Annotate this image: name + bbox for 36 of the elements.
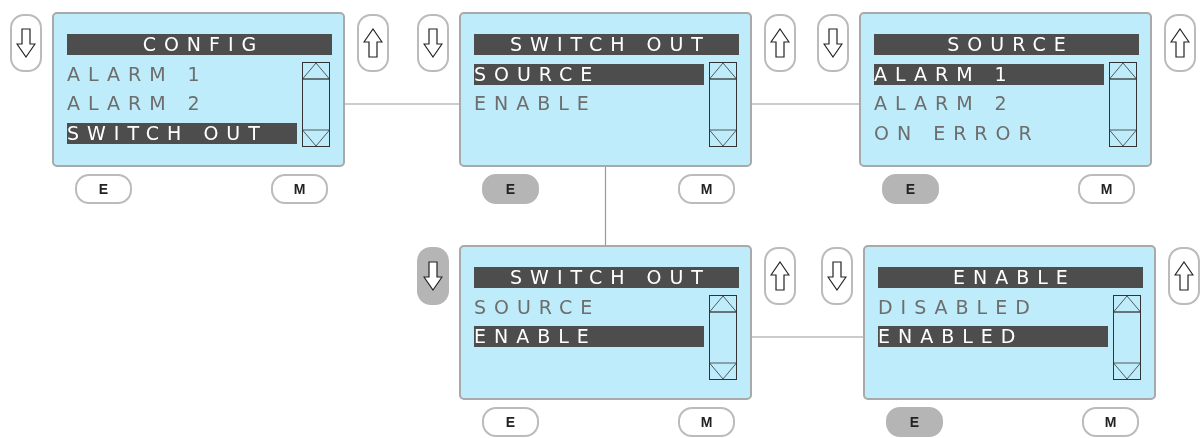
selected-menu-item: ENABLE — [474, 326, 704, 347]
screen-title: ENABLE — [878, 267, 1143, 288]
menu-item: ALARM 2 — [67, 93, 208, 114]
connector-line — [751, 103, 860, 105]
key-button: M — [1078, 174, 1135, 204]
screen-title: SOURCE — [874, 34, 1139, 55]
connector-line — [344, 103, 460, 105]
screen-title: CONFIG — [67, 34, 332, 55]
lcd-screen — [52, 12, 345, 167]
menu-item: ON ERROR — [874, 122, 1040, 144]
key-button: E — [75, 174, 132, 204]
screen-title: SWITCH OUT — [474, 267, 739, 288]
connector-line — [604, 166, 607, 246]
connector-line — [751, 336, 864, 338]
lcd-screen — [459, 245, 752, 400]
key-button: M — [678, 407, 735, 437]
menu-item: SOURCE — [474, 296, 601, 318]
menu-item: ENABLE — [474, 93, 597, 114]
lcd-screen — [863, 245, 1156, 400]
lcd-screen — [459, 12, 752, 167]
key-button: M — [678, 174, 735, 204]
selected-menu-item: SOURCE — [474, 63, 704, 85]
screen-title: SWITCH OUT — [474, 34, 739, 55]
key-button: E — [882, 174, 939, 204]
key-button: E — [482, 407, 539, 437]
menu-item: DISABLED — [878, 296, 1038, 318]
key-button: E — [482, 174, 539, 204]
menu-item: ALARM 1 — [67, 63, 208, 85]
key-button: M — [1082, 407, 1139, 437]
lcd-screen — [859, 12, 1152, 167]
menu-item: ALARM 2 — [874, 93, 1015, 114]
key-button: E — [886, 407, 943, 437]
selected-menu-item: ENABLED — [878, 326, 1108, 347]
key-button: M — [271, 174, 328, 204]
selected-menu-item: SWITCH OUT — [67, 122, 297, 144]
selected-menu-item: ALARM 1 — [874, 63, 1104, 85]
